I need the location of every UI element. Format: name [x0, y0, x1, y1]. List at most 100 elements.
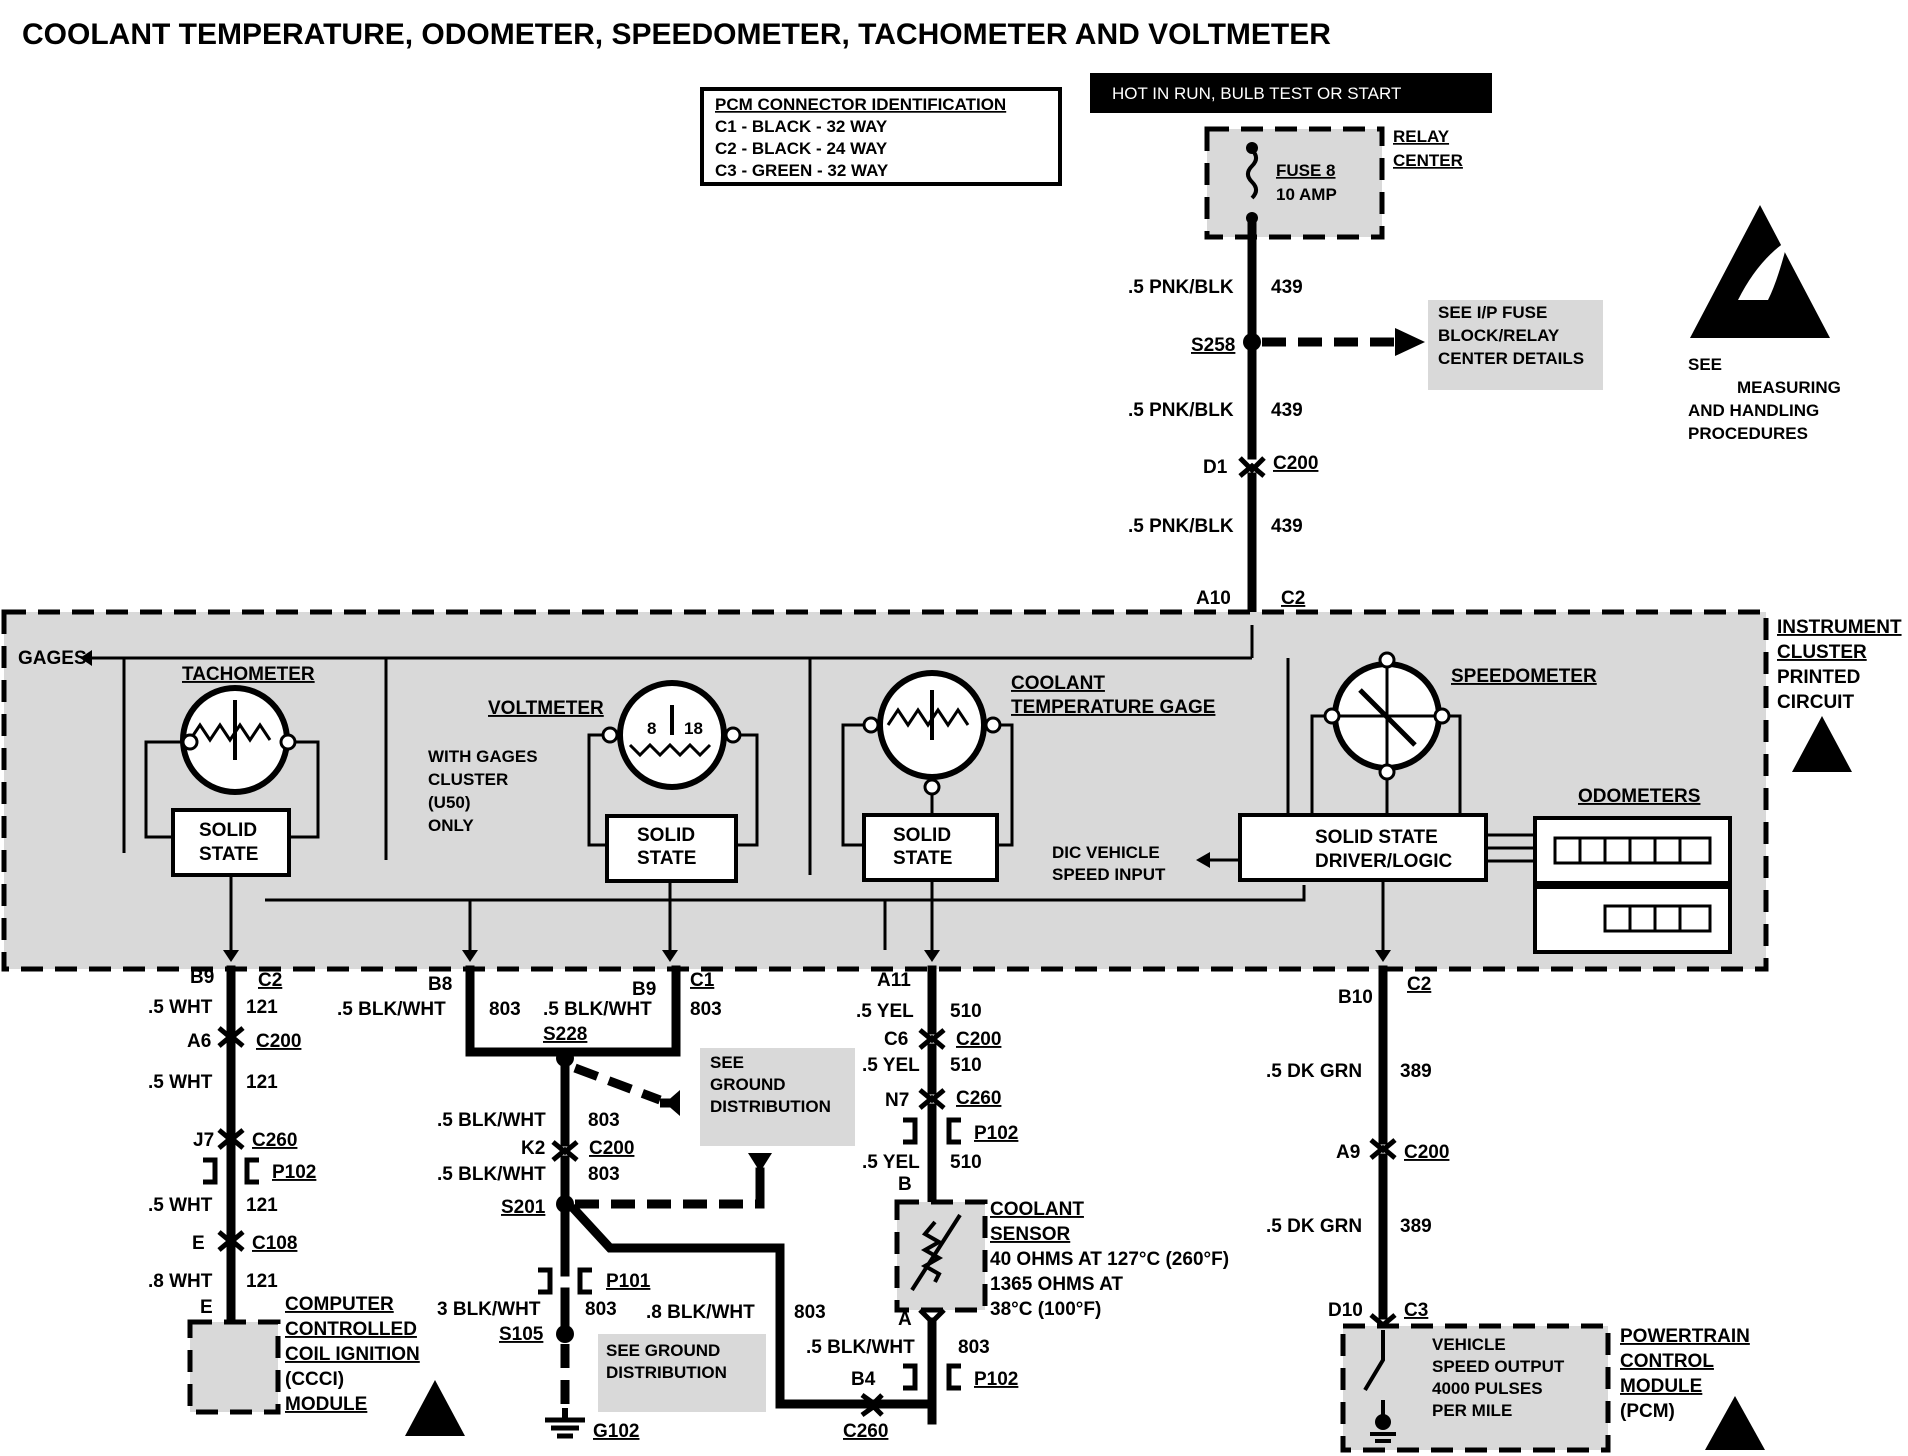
wire-510-c-circuit: 510	[950, 1152, 982, 1173]
connector-c200-ground: C200	[589, 1138, 634, 1159]
cluster-label-3: PRINTED	[1777, 667, 1860, 688]
esd-note-2: MEASURING	[1737, 378, 1841, 397]
wire-803-f-circuit: 803	[794, 1302, 826, 1323]
relay-center-label-2: CENTER	[1393, 151, 1463, 170]
see-fuse-block-2: BLOCK/RELAY	[1438, 326, 1560, 345]
speed-output-3: 4000 PULSES	[1432, 1379, 1543, 1398]
pin-j7: J7	[193, 1130, 214, 1151]
wire-803-a-color: .5 BLK/WHT	[337, 999, 446, 1020]
splice-s228: S228	[543, 1024, 587, 1045]
wire-121-a-circuit: 121	[246, 997, 278, 1018]
coolant-sensor	[894, 1199, 988, 1313]
splice-s105: S105	[499, 1324, 544, 1345]
pin-k2: K2	[521, 1138, 545, 1159]
power-banner	[1090, 73, 1492, 113]
connector-p102-sensor: P102	[974, 1369, 1018, 1390]
dic-label-1: DIC VEHICLE	[1052, 843, 1160, 862]
pcm-connector-c2: C2 - BLACK - 24 WAY	[715, 139, 888, 158]
connector-c3: C3	[1404, 1300, 1428, 1321]
connector-c200-tach: C200	[256, 1031, 301, 1052]
wire-510-c-color: .5 YEL	[862, 1152, 920, 1173]
wire-803-g-circuit: 803	[958, 1337, 990, 1358]
coolant-gage-label-1: COOLANT	[1011, 673, 1105, 694]
esd-warning-icon	[1792, 716, 1852, 772]
pin-a6: A6	[187, 1031, 211, 1052]
esd-note-3: AND HANDLING	[1688, 401, 1819, 420]
cluster-label-2: CLUSTER	[1777, 642, 1867, 663]
wire-121-b-circuit: 121	[246, 1072, 278, 1093]
sensor-spec-2: 1365 OHMS AT	[990, 1274, 1123, 1295]
esd-warning-icon	[1690, 205, 1830, 338]
fuse-label: FUSE 8	[1276, 161, 1336, 180]
wire-510-b-color: .5 YEL	[862, 1055, 920, 1076]
ground-icon	[545, 1408, 585, 1439]
connector-c200-speed: C200	[1404, 1142, 1449, 1163]
pcm-label-3: MODULE	[1620, 1376, 1702, 1397]
coolant-state-label: STATE	[893, 848, 952, 869]
wire-510-b-circuit: 510	[950, 1055, 982, 1076]
speed-output-2: SPEED OUTPUT	[1432, 1357, 1565, 1376]
wire-439-a-circuit: 439	[1271, 277, 1303, 298]
connector-c2-tach: C2	[258, 970, 282, 991]
volt-state-label: STATE	[637, 848, 696, 869]
pin-b-sensor: B	[898, 1174, 912, 1195]
speed-output-4: PER MILE	[1432, 1401, 1512, 1420]
wire-803-b-circuit: 803	[690, 999, 722, 1020]
wire-803-c-circuit: 803	[588, 1110, 620, 1131]
speed-output-1: VEHICLE	[1432, 1335, 1506, 1354]
with-gages-4: ONLY	[428, 816, 474, 835]
see-ground-dist-2: DISTRIBUTION	[606, 1363, 727, 1382]
connector-c200-coolant: C200	[956, 1029, 1001, 1050]
esd-warning-icon	[1705, 1396, 1765, 1450]
volt-high: 18	[684, 719, 703, 738]
pcm-label-4: (PCM)	[1620, 1401, 1675, 1422]
connector-c1: C1	[690, 970, 715, 991]
relay-center-label: RELAY	[1393, 127, 1450, 146]
pcm-label-2: CONTROL	[1620, 1351, 1714, 1372]
pin-a10: A10	[1196, 588, 1231, 609]
pcm-connector-c1: C1 - BLACK - 32 WAY	[715, 117, 888, 136]
ccci-label-3: COIL IGNITION	[285, 1344, 420, 1365]
wire-121-d-color: .8 WHT	[148, 1271, 213, 1292]
pcm-module	[1340, 1323, 1611, 1453]
connector-c260-tach: C260	[252, 1130, 297, 1151]
relay-center: FUSE 8 10 AMP RELAY CENTER	[1204, 126, 1463, 240]
wire-121-c-color: .5 WHT	[148, 1195, 213, 1216]
sensor-spec-3: 38°C (100°F)	[990, 1299, 1101, 1320]
with-gages-1: WITH GAGES	[428, 747, 538, 766]
ccci-module	[187, 1319, 281, 1415]
speedometer-label: SPEEDOMETER	[1451, 666, 1597, 687]
instrument-cluster: INSTRUMENT CLUSTER PRINTED CIRCUIT GAGES…	[1, 609, 1902, 972]
ccci-label-2: CONTROLLED	[285, 1319, 417, 1340]
wire-439-b-circuit: 439	[1271, 400, 1303, 421]
gages-label: GAGES	[18, 648, 87, 669]
wire-803-d-circuit: 803	[588, 1164, 620, 1185]
pin-b8: B8	[428, 974, 452, 995]
ccci-label-1: COMPUTER	[285, 1294, 394, 1315]
wire-121-c-circuit: 121	[246, 1195, 278, 1216]
pcm-connector-heading: PCM CONNECTOR IDENTIFICATION	[715, 95, 1006, 114]
sensor-label-2: SENSOR	[990, 1224, 1071, 1245]
esd-warning-icon	[405, 1380, 465, 1436]
pin-d10: D10	[1328, 1300, 1363, 1321]
connector-c108: C108	[252, 1233, 297, 1254]
splice-s258: S258	[1191, 335, 1235, 356]
connector-c2-feed: C2	[1281, 588, 1305, 609]
pin-b4: B4	[851, 1369, 876, 1390]
tach-solid-label: SOLID	[199, 820, 257, 841]
wire-439-b-color: .5 PNK/BLK	[1128, 400, 1234, 421]
coolant-gage-label-2: TEMPERATURE GAGE	[1011, 697, 1215, 718]
odometers-label: ODOMETERS	[1578, 786, 1700, 807]
see-fuse-block-1: SEE I/P FUSE	[1438, 303, 1547, 322]
see-ground-3: DISTRIBUTION	[710, 1097, 831, 1116]
wire-389-a-circuit: 389	[1400, 1061, 1432, 1082]
wire-803-d-color: .5 BLK/WHT	[437, 1164, 546, 1185]
connector-p102-coolant: P102	[974, 1123, 1018, 1144]
pcm-connector-table: PCM CONNECTOR IDENTIFICATION C1 - BLACK …	[700, 87, 1062, 186]
wire-121-b-color: .5 WHT	[148, 1072, 213, 1093]
pin-c6: C6	[884, 1029, 908, 1050]
dic-label-2: SPEED INPUT	[1052, 865, 1166, 884]
connector-c260-sensor: C260	[843, 1421, 888, 1442]
volt-solid-label: SOLID	[637, 825, 695, 846]
